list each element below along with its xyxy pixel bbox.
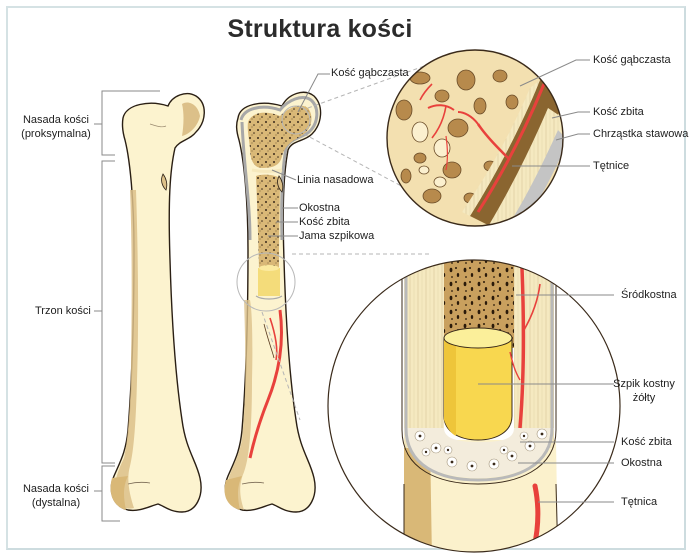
bracket-lines (94, 90, 160, 522)
magnifier-head (281, 105, 311, 135)
label-inset-compact-bone: Kość zbita (593, 106, 644, 118)
bracket-diaphysis (101, 160, 115, 464)
label-periosteum: Okostna (299, 202, 340, 214)
label-line: Nasada kości (22, 483, 90, 495)
label-line: (dystalna) (31, 497, 81, 509)
diagram-title: Struktura kości (227, 15, 413, 43)
leader-lines (268, 59, 614, 503)
label-distal-epiphysis: Nasada kości (dystalna) (18, 482, 94, 510)
inset-shaft-section (328, 260, 620, 552)
inset-spongy-bone (387, 50, 563, 226)
image-frame (6, 6, 686, 550)
label-line: żółty (632, 392, 656, 404)
bracket-distal (101, 465, 120, 522)
label-endosteum: Śródkostna (621, 289, 677, 301)
bracket-proximal (101, 90, 160, 156)
femur-section (224, 91, 322, 513)
label-medullary-cavity: Jama szpikowa (299, 230, 375, 242)
label-arteries: Tętnice (593, 160, 630, 172)
label-line: Nasada kości (22, 114, 90, 126)
label-inset-spongy-bone: Kość gąbczasta (593, 54, 671, 66)
label-diaphysis: Trzon kości (35, 305, 91, 317)
label-artery: Tętnica (621, 496, 658, 508)
label-inset-compact-bone-bottom: Kość zbita (621, 436, 672, 448)
label-yellow-marrow: Szpik kostny żółty (612, 377, 676, 405)
label-compact-bone: Kość zbita (299, 216, 350, 228)
label-articular-cartilage: Chrząstka stawowa (593, 128, 689, 140)
femur-external (110, 92, 205, 513)
label-proximal-epiphysis: Nasada kości (proksymalna) (18, 113, 94, 141)
inset-bottom-border (327, 259, 621, 553)
label-inset-periosteum: Okostna (621, 457, 662, 469)
label-line: (proksymalna) (21, 128, 91, 140)
magnifier-shaft (236, 252, 296, 312)
label-line: Szpik kostny (613, 378, 675, 390)
label-epiphyseal-line: Linia nasadowa (297, 174, 374, 186)
label-spongy-bone: Kość gąbczasta (331, 67, 409, 79)
